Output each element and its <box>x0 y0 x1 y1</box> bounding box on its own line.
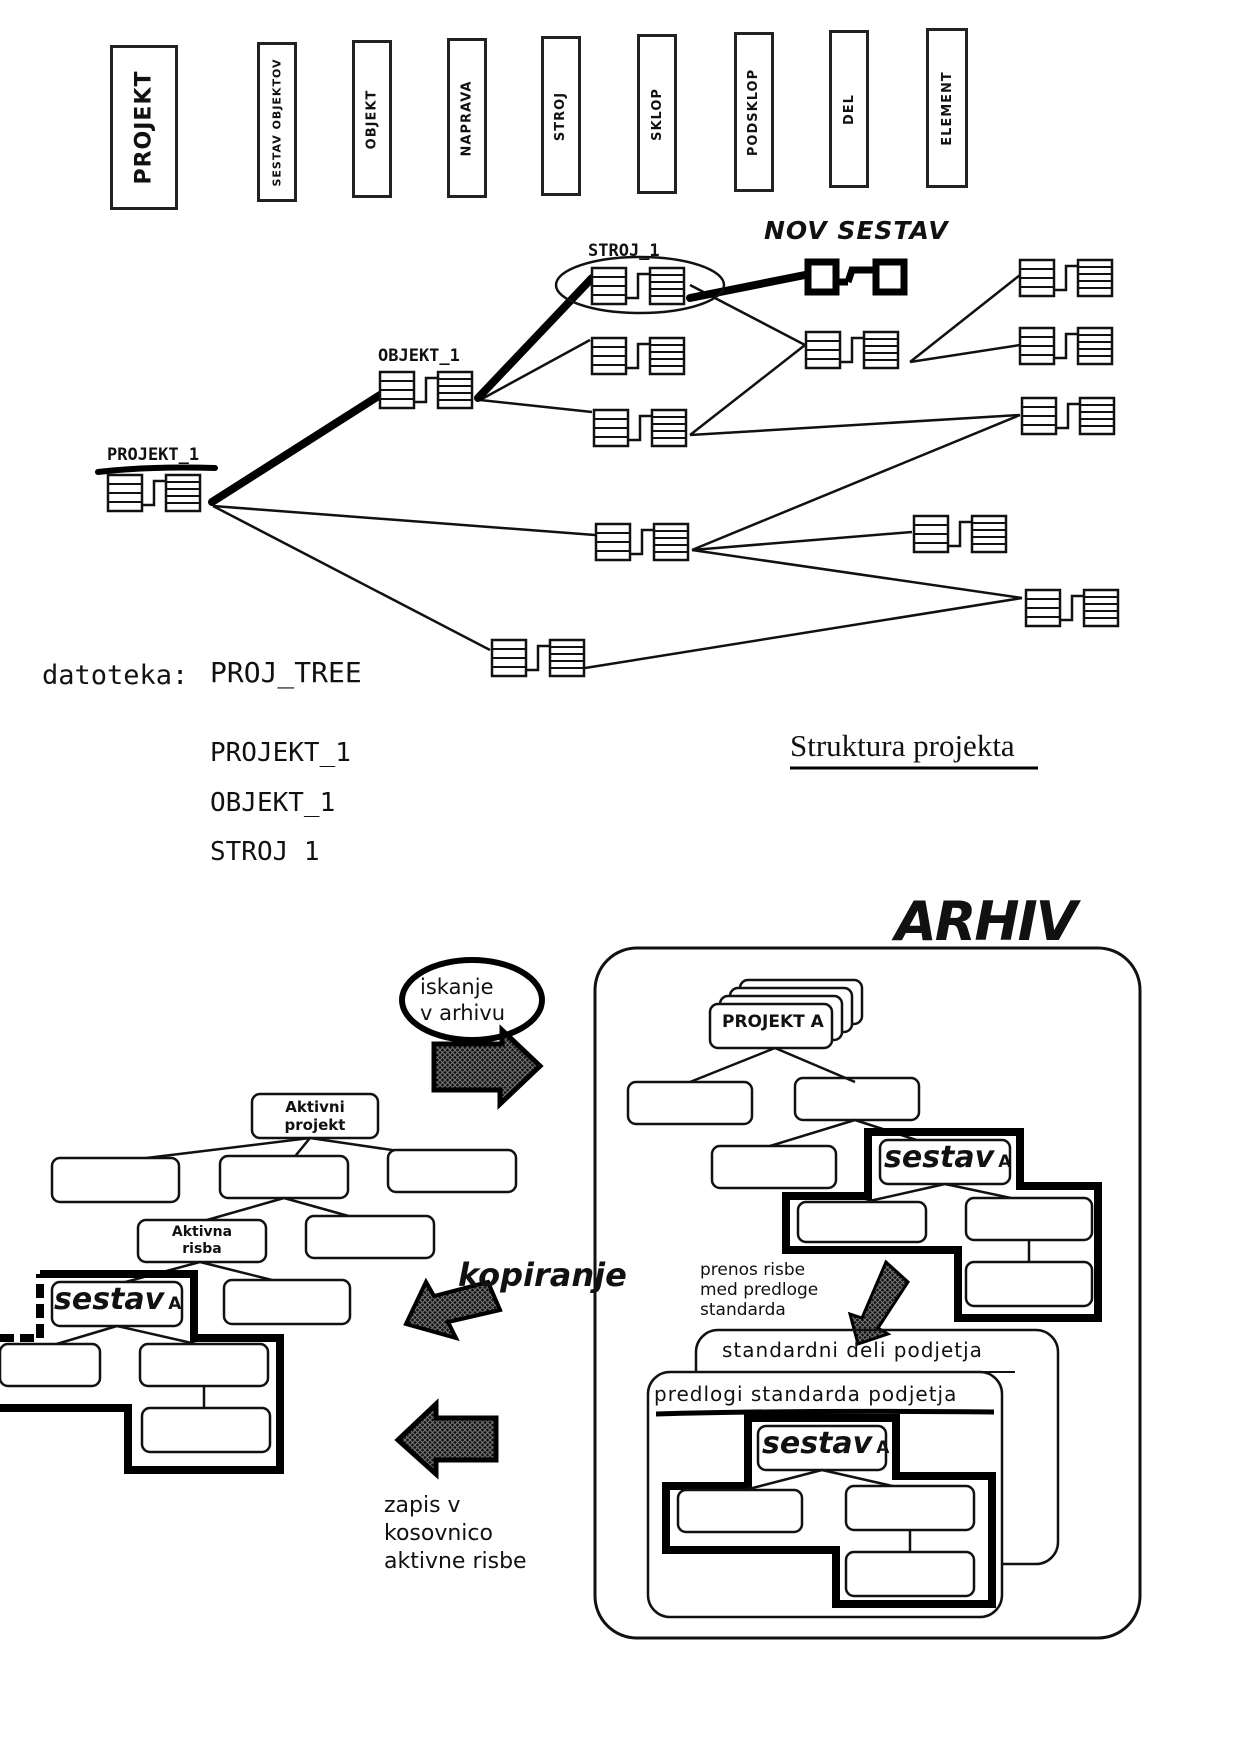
standard-parts-label: standardni deli podjetja <box>722 1338 983 1362</box>
write-label-line: kosovnico <box>384 1521 493 1546</box>
file-path-item: STROJ_1 <box>210 837 320 861</box>
assembly-word: sestav <box>54 1282 165 1317</box>
level-sklop: SKLOP <box>637 34 677 194</box>
active-drawing-line: risba <box>182 1241 222 1257</box>
level-stroj: STROJ <box>541 36 581 196</box>
active-drawing-line: Aktivna <box>171 1224 233 1240</box>
search-bubble <box>399 957 545 1043</box>
assembly-suffix: A <box>998 1152 1012 1172</box>
active-project-label: Aktivni projekt <box>252 1098 378 1134</box>
node-label-stroj: STROJ_1 <box>588 241 660 261</box>
active-project-line: Aktivni <box>285 1098 345 1116</box>
standard-templates-label: predlogi standarda podjetja <box>654 1382 958 1406</box>
level-sestav-objektov: SESTAV OBJEKTOV <box>257 42 297 202</box>
level-naprava: NAPRAVA <box>447 38 487 198</box>
level-podsklop: PODSKLOP <box>734 32 774 192</box>
assembly-suffix: A <box>876 1438 890 1458</box>
write-label: zapis v kosovnico aktivne risbe <box>384 1492 527 1576</box>
assembly-word: sestav <box>762 1426 873 1461</box>
transfer-note-line: med predloge <box>700 1280 819 1300</box>
archive-title: ARHIV <box>895 890 1077 953</box>
file-name: PROJ_TREE <box>210 656 362 689</box>
copy-label: kopiranje <box>458 1256 627 1294</box>
caption: Struktura projekta <box>790 728 1015 763</box>
archive-project-card: PROJEKT A <box>722 1012 824 1032</box>
assembly-word: sestav <box>884 1140 995 1175</box>
search-label: iskanje v arhivu <box>420 974 505 1026</box>
write-label-line: zapis v <box>384 1493 461 1518</box>
search-label-line: v arhivu <box>420 1001 506 1025</box>
file-path-cropped: STROJ_1 <box>200 835 400 861</box>
archive-container <box>593 946 1142 1640</box>
file-path-item: OBJEKT_1 <box>210 788 336 818</box>
file-path-item: PROJEKT_1 <box>210 738 351 768</box>
write-label-line: aktivne risbe <box>384 1549 527 1574</box>
file-label: datoteka: <box>42 660 189 691</box>
level-del: DEL <box>829 30 869 188</box>
node-label-objekt: OBJEKT_1 <box>378 346 460 366</box>
level-element: ELEMENT <box>926 28 968 188</box>
assembly-suffix: A <box>168 1294 182 1314</box>
search-label-line: iskanje <box>420 975 494 999</box>
level-objekt: OBJEKT <box>352 40 392 198</box>
active-project-line: projekt <box>284 1116 346 1134</box>
node-label-new-assembly: NOV SESTAV <box>764 216 949 245</box>
transfer-note-line: prenos risbe <box>700 1260 806 1280</box>
stroj-highlight-ellipse <box>554 255 726 315</box>
transfer-note-line: standarda <box>700 1300 786 1320</box>
transfer-note: prenos risbe med predloge standarda <box>700 1260 818 1320</box>
node-label-projekt: PROJEKT_1 <box>107 445 200 465</box>
level-projekt: PROJEKT <box>110 45 178 210</box>
active-drawing-label: Aktivna risba <box>138 1224 266 1258</box>
new-assembly-glyph <box>804 258 908 296</box>
